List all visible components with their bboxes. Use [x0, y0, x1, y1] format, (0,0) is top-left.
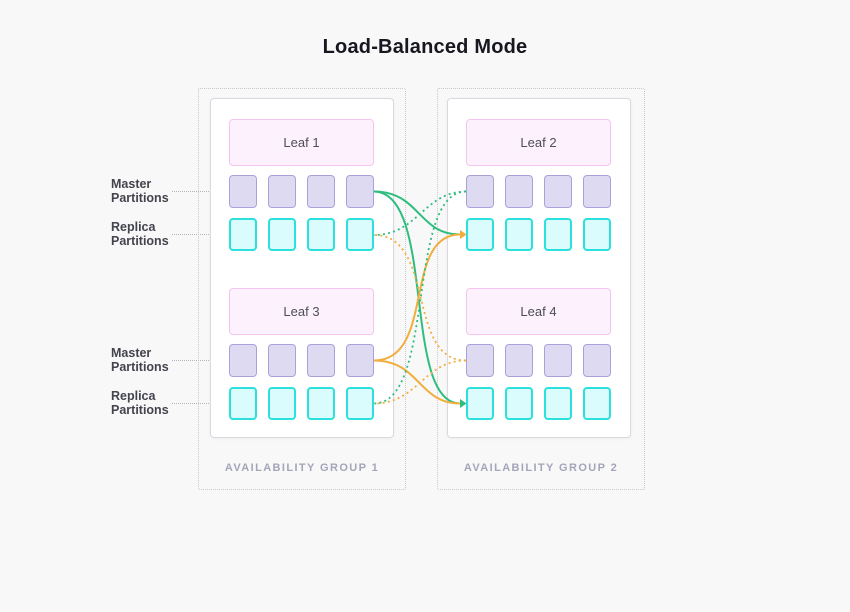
- replica-partition-box: [505, 218, 533, 251]
- master-partition-box: [466, 175, 494, 208]
- master-partition-box: [505, 175, 533, 208]
- replica-partition-box: [346, 218, 374, 251]
- leaf-3-replica-row: [229, 387, 374, 420]
- availability-group-1-label: AVAILABILITY GROUP 1: [224, 462, 380, 474]
- leaf-1-master-row: [229, 175, 374, 208]
- master-partition-box: [307, 344, 335, 377]
- master-partition-box: [346, 344, 374, 377]
- master-partition-box: [307, 175, 335, 208]
- master-partition-box: [544, 175, 572, 208]
- replica-partition-box: [466, 218, 494, 251]
- master-partition-box: [268, 175, 296, 208]
- replica-partition-box: [229, 387, 257, 420]
- leaf-1-replica-row: [229, 218, 374, 251]
- leaf-4-title: Leaf 4: [466, 288, 611, 335]
- leaf-container-group-2: Leaf 2 Leaf 4: [447, 98, 631, 438]
- master-partition-box: [583, 344, 611, 377]
- leader-line-master-leaf1: [172, 191, 229, 192]
- master-partition-box: [544, 344, 572, 377]
- master-partition-box: [229, 175, 257, 208]
- replica-partition-box: [268, 218, 296, 251]
- replica-partition-box: [544, 218, 572, 251]
- replica-partition-box: [268, 387, 296, 420]
- leaf-3-master-row: [229, 344, 374, 377]
- leaf-4-master-row: [466, 344, 611, 377]
- replica-partition-box: [307, 387, 335, 420]
- replica-partition-box: [505, 387, 533, 420]
- leaf-2-master-row: [466, 175, 611, 208]
- leaf-4-replica-row: [466, 387, 611, 420]
- replica-partition-box: [307, 218, 335, 251]
- master-partition-box: [466, 344, 494, 377]
- side-label-master-leaf3: Master Partitions: [111, 346, 169, 374]
- availability-group-2-label: AVAILABILITY GROUP 2: [463, 462, 619, 474]
- leader-line-replica-leaf1: [172, 234, 229, 235]
- leaf-1-title: Leaf 1: [229, 119, 374, 166]
- replica-partition-box: [466, 387, 494, 420]
- master-partition-box: [268, 344, 296, 377]
- side-label-replica-leaf3: Replica Partitions: [111, 389, 169, 417]
- replica-partition-box: [346, 387, 374, 420]
- master-partition-box: [583, 175, 611, 208]
- master-partition-box: [229, 344, 257, 377]
- side-label-replica-leaf1: Replica Partitions: [111, 220, 169, 248]
- side-label-master-leaf1: Master Partitions: [111, 177, 169, 205]
- leaf-container-group-1: Leaf 1 Leaf 3: [210, 98, 394, 438]
- master-partition-box: [346, 175, 374, 208]
- diagram-title: Load-Balanced Mode: [322, 36, 528, 58]
- leader-line-master-leaf3: [172, 360, 229, 361]
- master-partition-box: [505, 344, 533, 377]
- leaf-3-title: Leaf 3: [229, 288, 374, 335]
- leader-line-replica-leaf3: [172, 403, 229, 404]
- replica-partition-box: [229, 218, 257, 251]
- replica-partition-box: [583, 218, 611, 251]
- replica-partition-box: [583, 387, 611, 420]
- replica-partition-box: [544, 387, 572, 420]
- leaf-2-title: Leaf 2: [466, 119, 611, 166]
- leaf-2-replica-row: [466, 218, 611, 251]
